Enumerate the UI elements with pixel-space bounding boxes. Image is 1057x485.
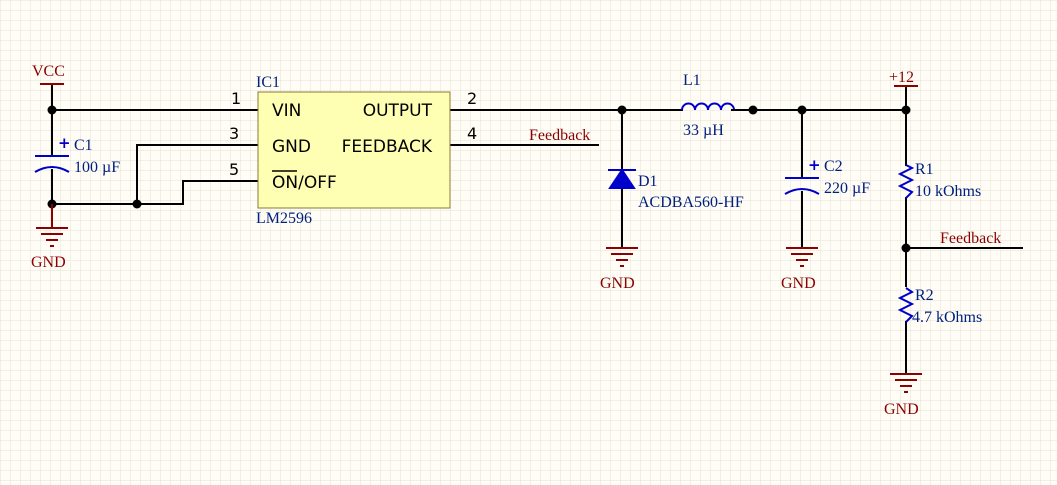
pin-number: 2 <box>467 89 477 108</box>
ground-symbol-d1[interactable]: GND <box>600 247 638 292</box>
net-label-feedback[interactable]: Feedback <box>529 127 590 144</box>
ic1-body[interactable] <box>257 91 451 209</box>
resistor-r1[interactable]: R1 10 kOhms <box>897 161 981 200</box>
r2-zigzag <box>897 287 915 323</box>
r2-value: 4.7 kOhms <box>912 309 982 326</box>
pin-name-on-overbar: ON <box>272 173 298 193</box>
power-port-plus12[interactable]: +12 <box>889 69 918 87</box>
wires <box>51 83 1023 375</box>
junction-dot <box>901 105 911 115</box>
ic1-lm2596[interactable]: IC1 LM2596 1 3 5 2 4 VIN GND ON/OFF OUTP… <box>229 74 477 227</box>
ground-symbol-c2[interactable]: GND <box>781 247 818 292</box>
pin-name-on-off: ON/OFF <box>272 173 337 193</box>
resistor-r2[interactable]: R2 4.7 kOhms <box>897 287 982 326</box>
c2-plus-sign: + <box>808 156 821 174</box>
pin-number: 1 <box>231 89 241 108</box>
ground-symbol-r2[interactable]: GND <box>884 373 922 418</box>
c2-designator: C2 <box>824 158 843 175</box>
ic1-designator: IC1 <box>256 74 280 91</box>
plus12-label: +12 <box>889 69 914 86</box>
d1-triangle <box>608 168 636 189</box>
capacitor-c1[interactable]: + C1 100 µF <box>34 134 120 176</box>
r1-designator: R1 <box>915 161 934 178</box>
ground-symbol-c1[interactable]: GND <box>31 204 68 271</box>
r1-zigzag <box>897 164 915 199</box>
gnd-label: GND <box>884 401 919 418</box>
pin-name-feedback: FEEDBACK <box>342 137 433 157</box>
l1-coil <box>681 102 735 111</box>
net-label-feedback[interactable]: Feedback <box>940 230 1001 247</box>
pin-number: 5 <box>229 160 239 179</box>
gnd-label: GND <box>781 275 816 292</box>
vcc-label: VCC <box>32 63 65 80</box>
junction-dot <box>617 105 627 115</box>
wire-gnd-pin <box>136 144 259 205</box>
junction-dot <box>797 105 807 115</box>
r1-value: 10 kOhms <box>915 183 981 200</box>
pin-name-gnd: GND <box>272 137 311 157</box>
c2-plate-bottom <box>784 188 820 195</box>
power-port-vcc[interactable]: VCC <box>32 63 65 85</box>
c1-value: 100 µF <box>74 159 120 176</box>
gnd-label: GND <box>31 254 66 271</box>
junction-dot <box>47 105 57 115</box>
pin-name-off: /OFF <box>298 173 337 193</box>
pin-name-vin: VIN <box>272 101 301 121</box>
inductor-l1[interactable]: L1 33 µH <box>681 72 754 139</box>
pin-name-output: OUTPUT <box>363 101 433 121</box>
junction-dot <box>132 199 142 209</box>
d1-designator: D1 <box>638 173 658 190</box>
r2-designator: R2 <box>915 287 934 304</box>
junctions <box>47 105 911 253</box>
pin-number: 4 <box>467 124 477 143</box>
d1-value: ACDBA560-HF <box>638 194 744 211</box>
l1-value: 33 µH <box>683 122 724 139</box>
c1-designator: C1 <box>74 137 93 154</box>
junction-dot <box>901 243 911 253</box>
l1-designator: L1 <box>683 72 701 89</box>
c1-plus-sign: + <box>58 134 71 152</box>
c1-plate-bottom <box>34 166 70 173</box>
capacitor-c2[interactable]: + C2 220 µF <box>784 156 870 197</box>
c2-value: 220 µF <box>824 180 870 197</box>
pin-number: 3 <box>229 124 239 143</box>
diode-d1[interactable]: D1 ACDBA560-HF <box>608 168 744 211</box>
ic1-part: LM2596 <box>256 210 312 227</box>
gnd-label: GND <box>600 275 635 292</box>
wire-gnd-rail <box>51 180 259 205</box>
